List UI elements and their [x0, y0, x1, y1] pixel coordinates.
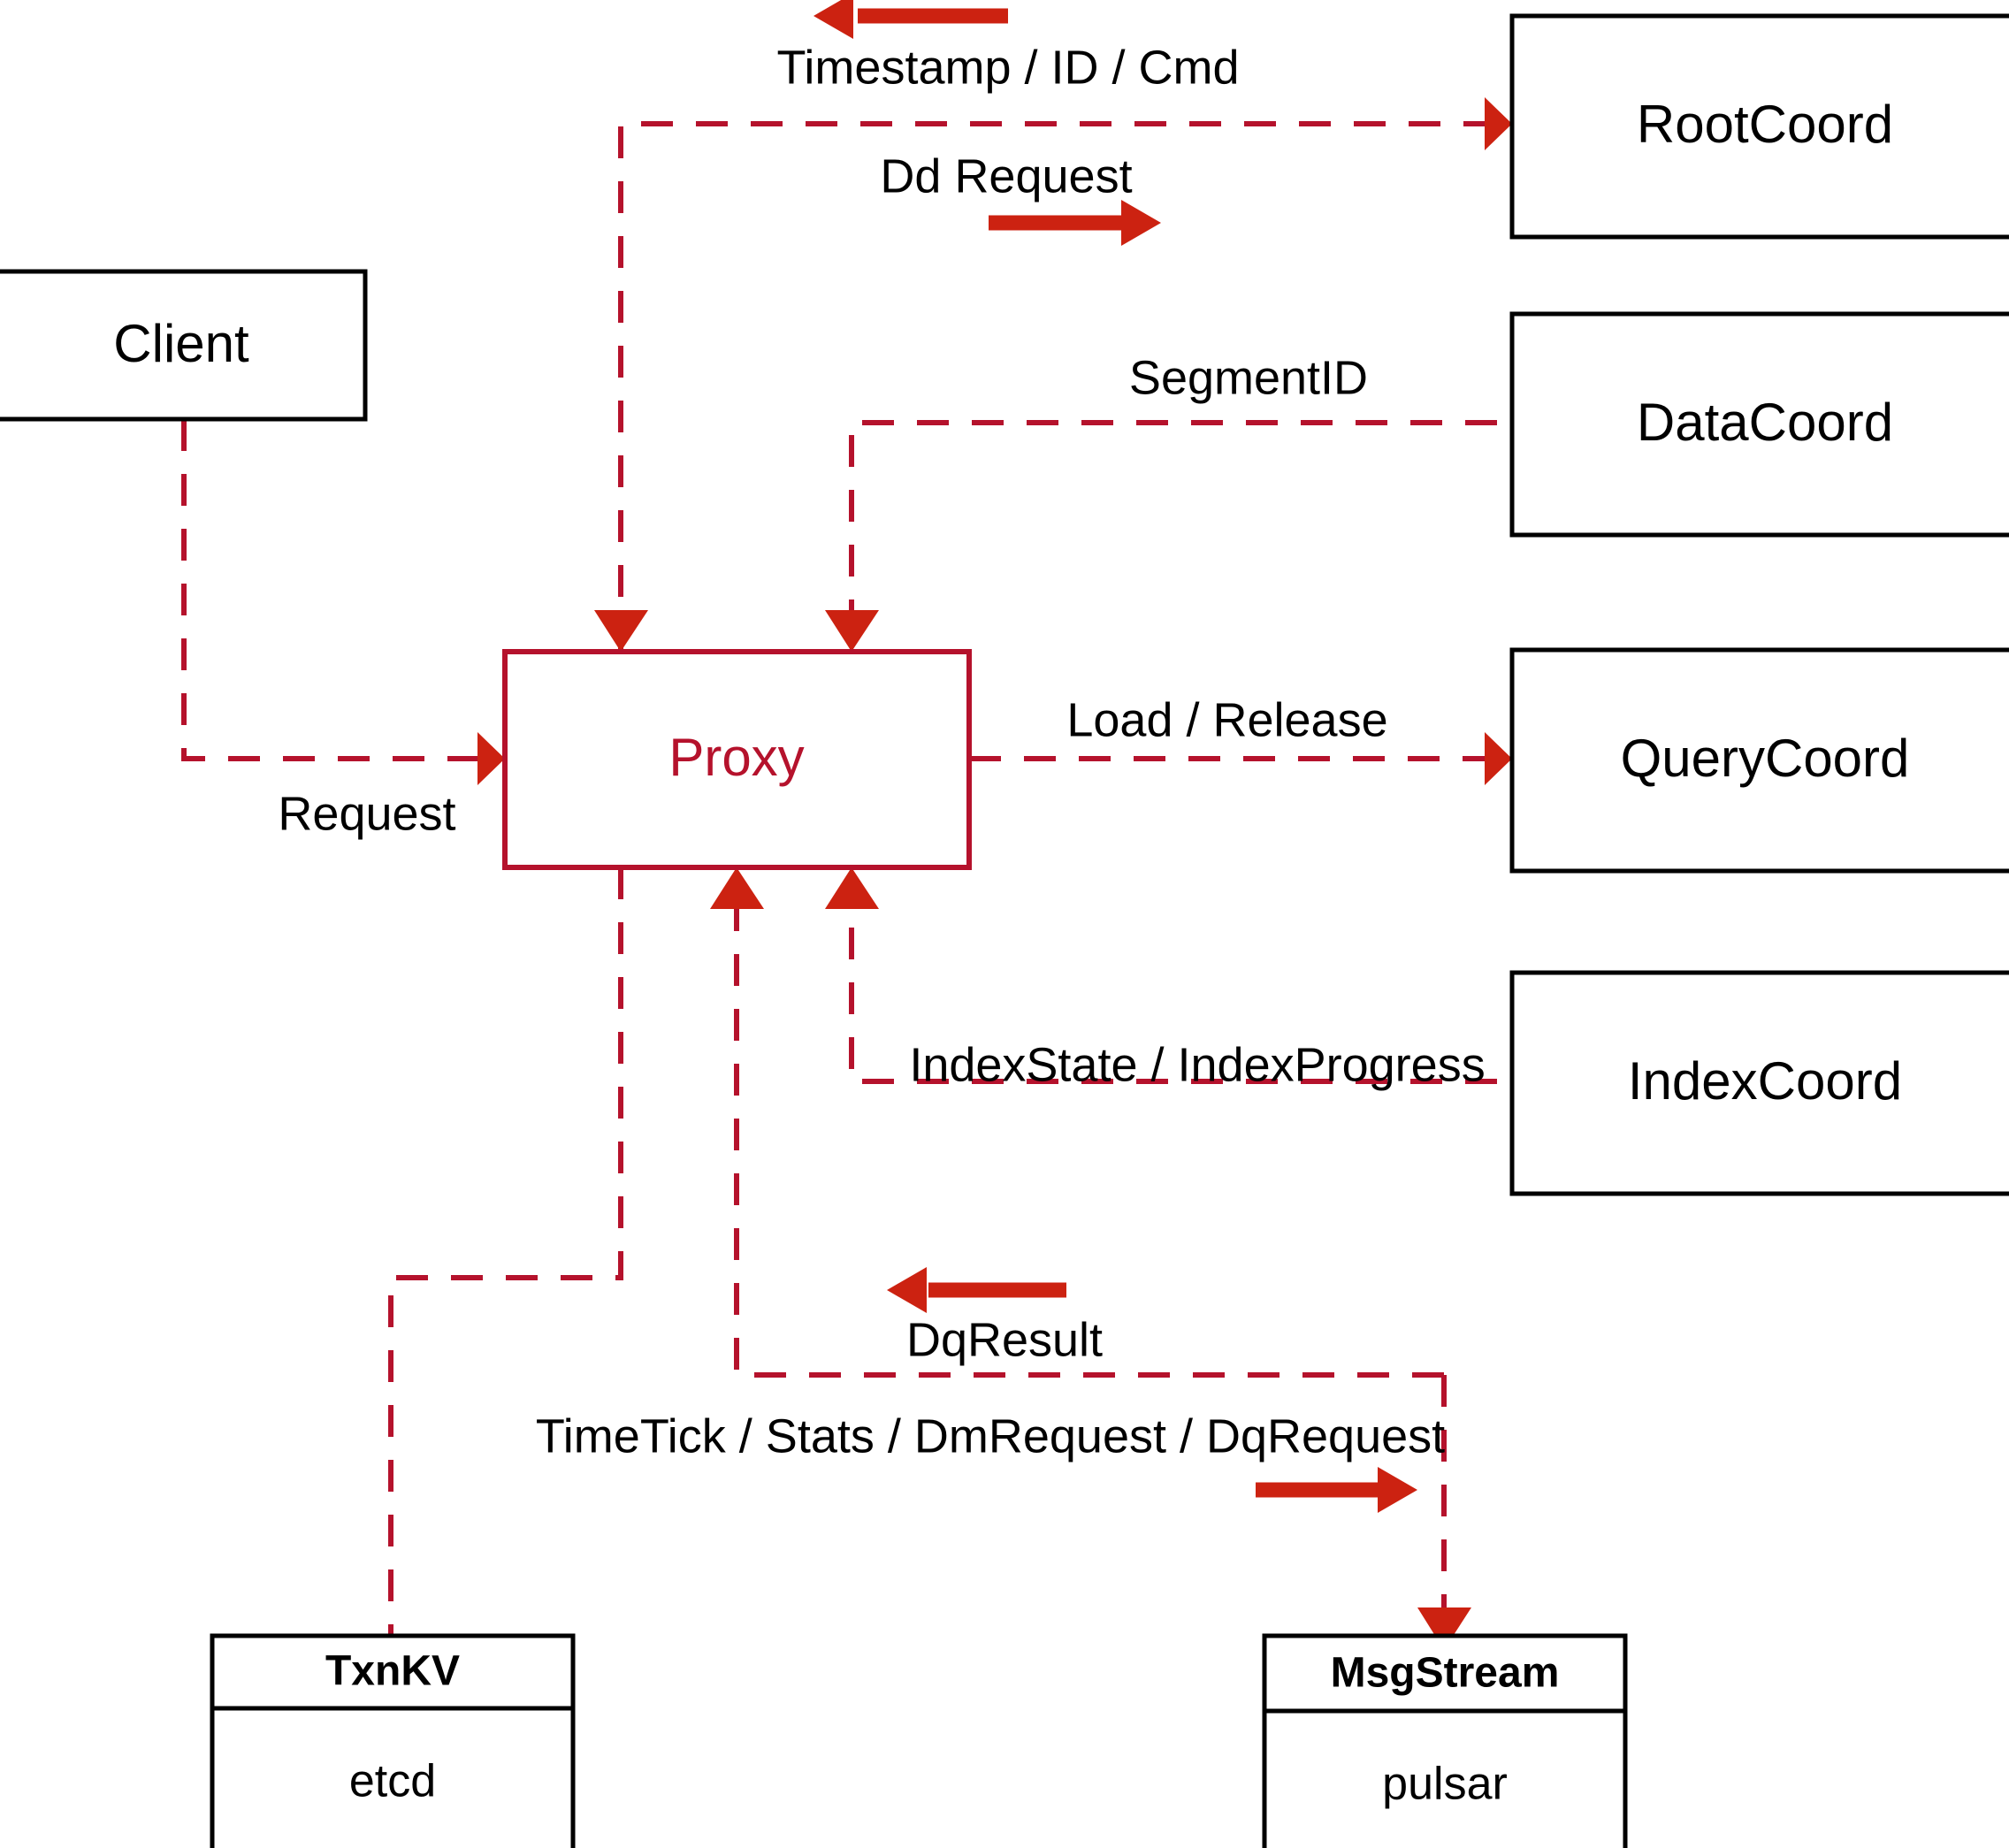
node-txnkv[interactable]: TxnKV etcd [210, 1633, 576, 1848]
node-proxy-box[interactable] [502, 649, 972, 870]
edge-path-proxy-txnkv [388, 867, 623, 1636]
arrowhead-indexcoord-proxy [825, 867, 879, 909]
edge-path-datacoord-proxy [849, 420, 1497, 652]
arrowhead-proxy-msgstream [1417, 1607, 1471, 1650]
node-rootcoord-label: RootCoord [1637, 95, 1893, 154]
arrowhead-client-proxy [477, 732, 505, 785]
edge-path-client-proxy [181, 419, 477, 761]
node-indexcoord-box[interactable] [1509, 970, 2009, 1196]
edge-layer [181, 97, 1512, 1650]
node-proxy[interactable]: Proxy [502, 649, 972, 870]
indicator-head-timestamp [814, 0, 853, 39]
direction-indicator-layer [814, 0, 1417, 1513]
node-indexcoord-label: IndexCoord [1628, 1051, 1902, 1111]
edge-label-proxy-rootcoord: Dd Request [880, 149, 1132, 202]
edge-path-msgstream-proxy [734, 909, 1444, 1378]
node-client-box[interactable] [0, 269, 368, 422]
node-txnkv-label: TxnKV [325, 1648, 460, 1695]
indicator-head-timetick [1378, 1467, 1417, 1513]
indicator-head-ddrequest [1121, 200, 1161, 246]
edge-label-datacoord-proxy: SegmentID [1129, 351, 1368, 404]
node-layer: Client Proxy RootCoord DataCoord QueryCo… [0, 13, 2009, 1848]
node-querycoord-label: QueryCoord [1621, 729, 1910, 788]
node-indexcoord[interactable]: IndexCoord [1509, 970, 2009, 1196]
arrowhead-proxy-rootcoord [1485, 97, 1512, 150]
edge-label-indexcoord-proxy: IndexState / IndexProgress [909, 1038, 1485, 1091]
node-client-label: Client [113, 314, 249, 373]
node-datacoord[interactable]: DataCoord [1509, 311, 2009, 538]
node-rootcoord-box[interactable] [1509, 13, 2009, 240]
node-querycoord-box[interactable] [1509, 647, 2009, 874]
node-txnkv-box[interactable] [210, 1633, 576, 1848]
node-datacoord-box[interactable] [1509, 311, 2009, 538]
edge-label-rootcoord-proxy: Timestamp / ID / Cmd [776, 41, 1239, 94]
node-proxy-label: Proxy [668, 728, 804, 787]
edge-label-msgstream-proxy: DqResult [906, 1313, 1103, 1366]
arrowhead-proxy-querycoord [1485, 732, 1512, 785]
node-msgstream[interactable]: MsgStream pulsar [1262, 1633, 1628, 1848]
node-msgstream-label: MsgStream [1331, 1650, 1560, 1697]
node-msgstream-box[interactable] [1262, 1633, 1628, 1848]
arrowhead-msgstream-proxy [710, 867, 764, 909]
node-client[interactable]: Client [0, 269, 368, 422]
edge-label-client-proxy: Request [278, 787, 455, 840]
arrowhead-datacoord-proxy [825, 610, 879, 652]
node-rootcoord[interactable]: RootCoord [1509, 13, 2009, 240]
node-txnkv-sublabel: etcd [349, 1756, 436, 1807]
indicator-head-dqresult [887, 1267, 927, 1313]
arrowhead-rootcoord-proxy [594, 610, 648, 652]
node-msgstream-sublabel: pulsar [1382, 1759, 1508, 1810]
node-querycoord[interactable]: QueryCoord [1509, 647, 2009, 874]
edge-label-proxy-querycoord: Load / Release [1066, 693, 1387, 746]
node-datacoord-label: DataCoord [1637, 393, 1893, 452]
edge-label-layer: Timestamp / ID / Cmd Dd Request SegmentI… [278, 41, 1485, 1462]
edge-label-proxy-msgstream: TimeTick / Stats / DmRequest / DqRequest [536, 1409, 1445, 1462]
edge-path-proxy-rootcoord [618, 121, 1485, 652]
